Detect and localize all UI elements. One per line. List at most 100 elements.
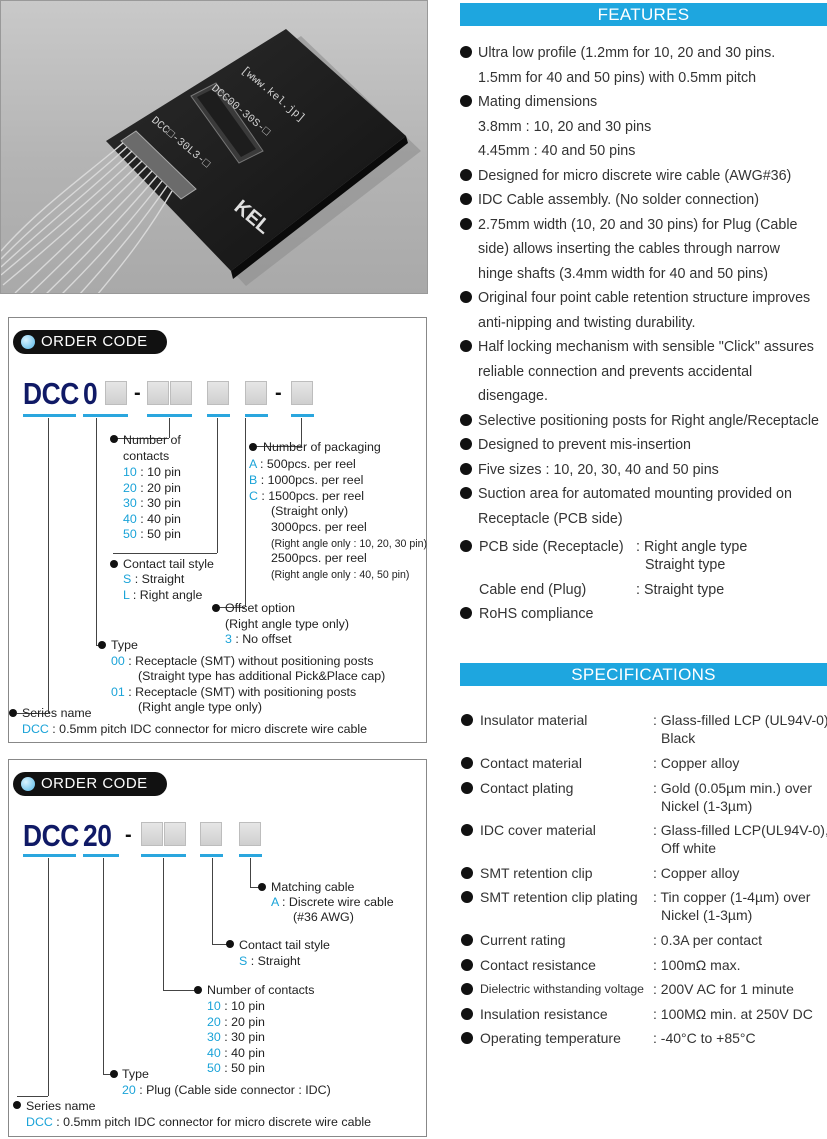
feature-text: Selective positioning posts for Right an…: [478, 412, 819, 429]
bullet-icon: [226, 940, 234, 948]
packaging-title: Number of packaging: [263, 440, 381, 454]
feature-text: Mating dimensions: [478, 94, 598, 110]
leader-line: [245, 418, 246, 607]
spec-label: Contact material: [480, 755, 582, 771]
spec-label: Insulator material: [480, 712, 588, 728]
code-box-tail: [207, 381, 229, 405]
leader-line: [113, 438, 169, 439]
feature-text: reliable connection and prevents acciden…: [478, 363, 753, 380]
feature-text: hinge shafts (3.4mm width for 40 and 50 …: [478, 265, 769, 282]
circle-icon: [21, 335, 35, 349]
spec-value: : 200V AC for 1 minute: [653, 981, 794, 997]
code-box-packaging: [291, 381, 313, 405]
cable-a: A : Discrete wire cable: [271, 895, 394, 909]
leader-line: [301, 418, 302, 446]
contacts-title-2: contacts: [123, 449, 170, 463]
underline-contacts: [147, 414, 192, 417]
spec-label: Contact resistance: [480, 957, 596, 973]
leader-line: [212, 944, 228, 945]
offset-3: 3 : No offset: [225, 632, 292, 646]
feature-text: Original four point cable retention stru…: [478, 290, 811, 306]
bullet-icon: [461, 959, 473, 971]
bullet-icon: [212, 604, 220, 612]
underline-tail: [207, 414, 230, 417]
feature-text: 1.5mm for 40 and 50 pins) with 0.5mm pit…: [478, 69, 757, 86]
features-header: FEATURES: [460, 3, 827, 26]
underline-type: [83, 414, 128, 417]
spec-value-2: Nickel (1-3µm): [661, 798, 753, 814]
bullet-icon: [460, 291, 472, 303]
bullet-icon: [110, 1070, 118, 1078]
code-box-contacts-1: [141, 822, 163, 846]
type-20: 20 : Plug (Cable side connector : IDC): [122, 1083, 331, 1097]
bullet-icon: [110, 560, 118, 568]
leader-line: [250, 858, 251, 887]
bullet-icon: [461, 782, 473, 794]
feature-text: Receptacle (PCB side): [478, 510, 623, 527]
bullet-icon: [460, 487, 472, 499]
packaging-a: A : 500pcs. per reel: [249, 457, 356, 471]
bullet-icon: [461, 867, 473, 879]
order-code-box-plug: ORDER CODE DCC 20 - Matching cable A : D…: [8, 759, 427, 1137]
underline-contacts: [141, 854, 186, 857]
cable-end-value: : Straight type: [636, 582, 725, 598]
circle-icon: [21, 777, 35, 791]
code-prefix: DCC: [23, 818, 79, 853]
bullet-icon: [460, 438, 472, 450]
underline-type: [83, 854, 119, 857]
pcb-side-label: PCB side (Receptacle): [479, 539, 624, 555]
leader-line: [48, 418, 49, 713]
type-00-note: (Straight type has additional Pick&Place…: [138, 669, 386, 683]
leader-line: [163, 990, 195, 991]
bullet-icon: [460, 193, 472, 205]
spec-value: : 100MΩ min. at 250V DC: [653, 1006, 813, 1022]
tail-s: S : Straight: [239, 954, 301, 968]
bullet-icon: [461, 1032, 473, 1044]
packaging-b: B : 1000pcs. per reel: [249, 473, 364, 487]
offset-subtitle: (Right angle type only): [225, 617, 349, 631]
spec-value: : -40°C to +85°C: [653, 1030, 756, 1046]
bullet-icon: [460, 46, 472, 58]
feature-text: disengage.: [478, 388, 548, 404]
cable-a-note: (#36 AWG): [293, 910, 354, 924]
contacts-title: Number of contacts: [207, 983, 315, 997]
bullet-icon: [461, 1008, 473, 1020]
leader-line: [103, 1074, 111, 1075]
code-dash-2: -: [275, 382, 282, 404]
spec-value: : 0.3A per contact: [653, 932, 762, 948]
order-code-title: ORDER CODE: [41, 775, 148, 792]
feature-text: anti-nipping and twisting durability.: [478, 314, 696, 331]
code-box-contacts-2: [170, 381, 192, 405]
pcb-side-value-2: Straight type: [645, 557, 726, 573]
contacts-item: 30 : 30 pin: [123, 496, 181, 511]
bullet-icon: [258, 883, 266, 891]
spec-label: Contact plating: [480, 780, 574, 796]
spec-label: Dielectric withstanding voltage: [480, 982, 644, 996]
leader-line: [113, 553, 217, 554]
spec-value: : Copper alloy: [653, 755, 740, 771]
leader-line: [96, 418, 97, 645]
underline-tail: [200, 854, 223, 857]
packaging-c: C : 1500pcs. per reel: [249, 489, 365, 503]
tail-s: S : Straight: [123, 572, 185, 586]
bullet-icon: [461, 714, 473, 726]
feature-text: Designed to prevent mis-insertion: [478, 437, 691, 453]
packaging-c-2500-note: (Right angle only : 40, 50 pin): [271, 569, 410, 581]
series-dcc: DCC : 0.5mm pitch IDC connector for micr…: [26, 1115, 371, 1129]
spec-value: : Tin copper (1-4µm) over: [653, 889, 811, 905]
leader-line: [48, 858, 49, 1096]
spec-label: Operating temperature: [480, 1030, 621, 1046]
leader-line: [250, 887, 260, 888]
bullet-icon: [460, 540, 472, 552]
contacts-item: 20 : 20 pin: [123, 480, 181, 495]
type-00: 00 : Receptacle (SMT) without positionin…: [111, 654, 374, 668]
feature-text: side) allows inserting the cables throug…: [478, 241, 780, 257]
type-01: 01 : Receptacle (SMT) with positioning p…: [111, 685, 357, 699]
bullet-icon: [9, 709, 17, 717]
type-title: Type: [111, 638, 138, 652]
spec-value-2: Off white: [661, 840, 716, 856]
type-title: Type: [122, 1067, 149, 1081]
bullet-icon: [460, 340, 472, 352]
tail-title: Contact tail style: [123, 557, 214, 571]
feature-text: Five sizes : 10, 20, 30, 40 and 50 pins: [478, 461, 719, 478]
